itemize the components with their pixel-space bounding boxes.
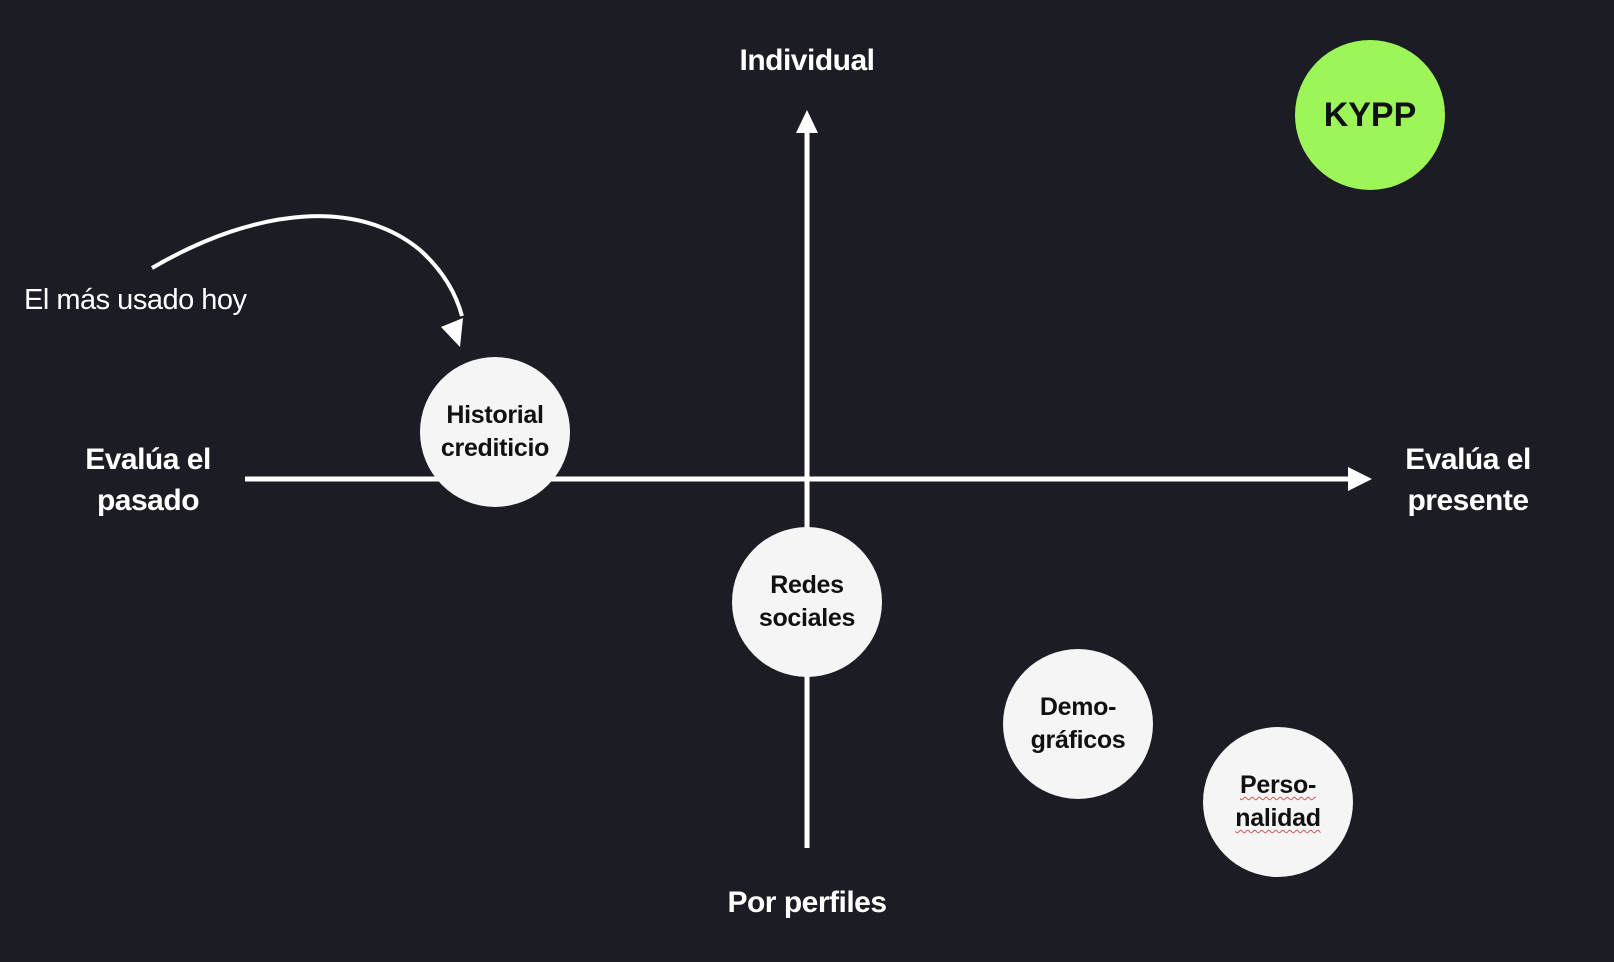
bubble-redes-sociales: Redes sociales <box>732 527 882 677</box>
axis-label-left-line-2: pasado <box>96 484 200 517</box>
annotation-arrowhead <box>441 318 463 347</box>
axis-label-left: Evalúa el pasado <box>58 439 238 521</box>
axis-label-right-line-2: presente <box>1407 484 1529 517</box>
bubble-personalidad-line-1: Perso- <box>1239 771 1316 799</box>
bubble-demograficos: Demo- gráficos <box>1003 649 1153 799</box>
bubble-historial-crediticio: Historial crediticio <box>420 357 570 507</box>
bubble-demograficos-line-2: gráficos <box>1030 726 1126 754</box>
bubble-kypp-label: KYPP <box>1323 95 1417 134</box>
axis-label-bottom: Por perfiles <box>692 882 922 923</box>
axis-label-top-text: Individual <box>739 44 875 77</box>
bubble-personalidad-line-2: nalidad <box>1235 804 1321 832</box>
axis-label-top: Individual <box>712 40 902 81</box>
bubble-redes-line-2: sociales <box>758 604 856 632</box>
annotation-text: El más usado hoy <box>24 284 247 316</box>
bubble-kypp-logo: KYPP <box>1295 40 1445 190</box>
axis-label-left-line-1: Evalúa el <box>85 443 211 476</box>
annotation-most-used: El más usado hoy <box>24 282 247 318</box>
bubble-historial-line-1: Historial <box>446 401 544 429</box>
up-arrowhead <box>796 110 818 133</box>
bubble-redes-line-1: Redes <box>770 571 844 599</box>
axis-label-right-line-1: Evalúa el <box>1405 443 1531 476</box>
bubble-historial-line-2: crediticio <box>440 434 550 462</box>
bubble-demograficos-line-1: Demo- <box>1039 693 1117 721</box>
axis-label-right: Evalúa el presente <box>1378 439 1558 521</box>
right-arrowhead <box>1348 467 1372 491</box>
annotation-curve-arrow <box>150 214 464 317</box>
bubble-personalidad: Perso- nalidad <box>1203 727 1353 877</box>
axis-label-bottom-text: Por perfiles <box>727 886 887 919</box>
